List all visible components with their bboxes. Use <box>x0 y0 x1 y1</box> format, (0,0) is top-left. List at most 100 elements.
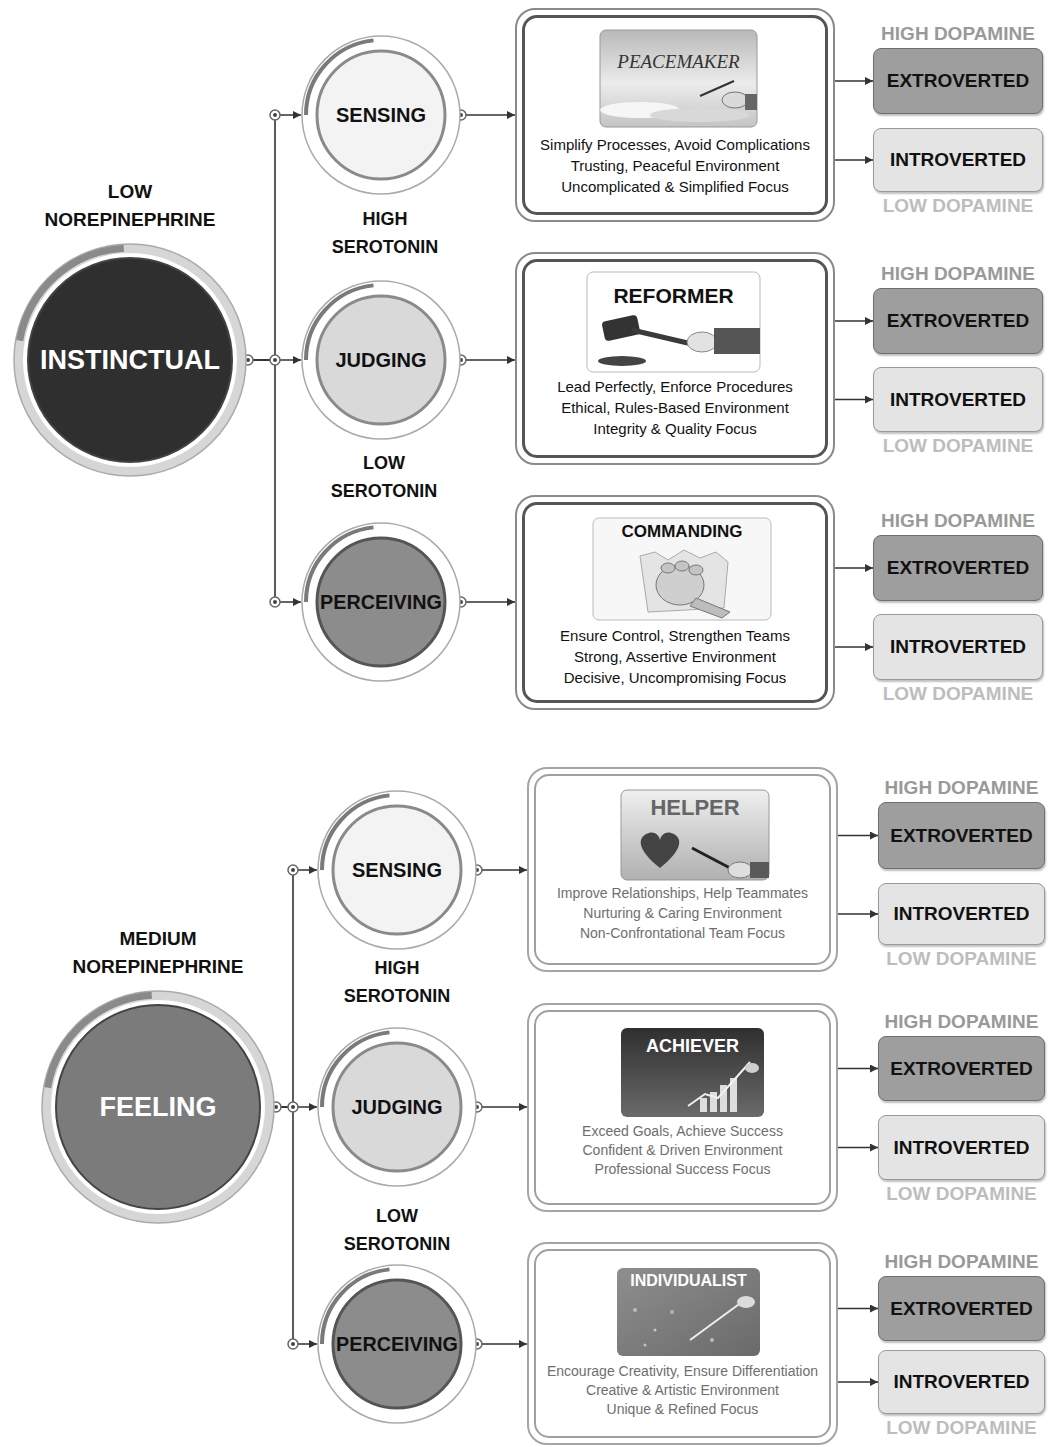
card-line: Ethical, Rules-Based Environment <box>526 397 824 418</box>
connector <box>835 646 873 648</box>
dopamine-level: LOW DOPAMINE <box>879 949 1044 968</box>
orientation-name: INTROVERTED <box>893 903 1029 925</box>
card-body: Exceed Goals, Achieve SuccessConfident &… <box>538 1122 827 1179</box>
connector <box>248 360 301 602</box>
function-circle: PERCEIVING <box>317 1264 477 1424</box>
type-card: PEACEMAKERSimplify Processes, Avoid Comp… <box>515 8 835 222</box>
type-title: ACHIEVER <box>621 1036 764 1058</box>
connector <box>838 835 878 837</box>
card-body: Simplify Processes, Avoid ComplicationsT… <box>526 134 824 197</box>
connector <box>838 913 878 915</box>
introverted-box: INTROVERTEDLOW DOPAMINE <box>873 614 1043 680</box>
type-name: FEELING <box>99 1092 216 1123</box>
function-circle: SENSING <box>317 790 477 950</box>
orientation-name: INTROVERTED <box>893 1371 1029 1393</box>
type-name: INSTINCTUAL <box>40 345 220 376</box>
card-line: Uncomplicated & Simplified Focus <box>526 176 824 197</box>
card-line: Professional Success Focus <box>538 1160 827 1179</box>
card-body: Ensure Control, Strengthen TeamsStrong, … <box>526 625 824 688</box>
function-name: PERCEIVING <box>336 1333 458 1356</box>
connector <box>461 114 515 116</box>
dopamine-level: HIGH DOPAMINE <box>879 778 1044 797</box>
function-name: JUDGING <box>351 1096 442 1119</box>
connector <box>461 601 515 603</box>
connector <box>477 869 527 871</box>
norepinephrine-circle: MEDIUM NOREPINEPHRINEFEELING <box>40 989 276 1225</box>
card-line: Unique & Refined Focus <box>538 1400 827 1419</box>
card-line: Exceed Goals, Achieve Success <box>538 1122 827 1141</box>
connector <box>838 1068 878 1070</box>
connector <box>477 1106 527 1108</box>
orientation-name: INTROVERTED <box>890 636 1026 658</box>
extroverted-box: EXTROVERTEDHIGH DOPAMINE <box>878 802 1045 869</box>
serotonin-label: LOW SEROTONIN <box>319 449 449 505</box>
card-body: Improve Relationships, Help TeammatesNur… <box>538 883 827 943</box>
connector <box>835 399 873 401</box>
extroverted-box: EXTROVERTEDHIGH DOPAMINE <box>873 288 1043 354</box>
orientation-name: INTROVERTED <box>890 149 1026 171</box>
introverted-box: INTROVERTEDLOW DOPAMINE <box>878 1115 1045 1180</box>
junction-dot-centres <box>246 113 479 1346</box>
extroverted-box: EXTROVERTEDHIGH DOPAMINE <box>878 1276 1045 1341</box>
connector <box>835 320 873 322</box>
reformer-picture <box>587 272 760 372</box>
dopamine-level: LOW DOPAMINE <box>874 684 1042 703</box>
connector <box>835 159 873 161</box>
type-title: INDIVIDUALIST <box>617 1271 760 1290</box>
level-heading: MEDIUM NOREPINEPHRINE <box>63 925 253 981</box>
extroverted-box: EXTROVERTEDHIGH DOPAMINE <box>878 1036 1045 1101</box>
card-line: Lead Perfectly, Enforce Procedures <box>526 376 824 397</box>
serotonin-label: LOW SEROTONIN <box>332 1202 462 1258</box>
connector <box>461 359 515 361</box>
peacemaker-picture <box>600 30 757 127</box>
card-line: Ensure Control, Strengthen Teams <box>526 625 824 646</box>
individualist-picture <box>617 1268 760 1356</box>
function-name: JUDGING <box>335 349 426 372</box>
extroverted-box: EXTROVERTEDHIGH DOPAMINE <box>873 535 1043 601</box>
type-card: INDIVIDUALISTEncourage Creativity, Ensur… <box>527 1242 838 1445</box>
connector <box>276 870 317 1107</box>
dopamine-level: LOW DOPAMINE <box>874 436 1042 455</box>
connector <box>276 1107 317 1344</box>
extroverted-box: EXTROVERTEDHIGH DOPAMINE <box>873 48 1043 114</box>
connector <box>835 80 873 82</box>
orientation-name: EXTROVERTED <box>890 1058 1033 1080</box>
function-circle: JUDGING <box>301 280 461 440</box>
dopamine-level: HIGH DOPAMINE <box>874 264 1042 283</box>
connector <box>477 1343 527 1345</box>
type-title: COMMANDING <box>593 522 771 542</box>
card-line: Decisive, Uncompromising Focus <box>526 667 824 688</box>
introverted-box: INTROVERTEDLOW DOPAMINE <box>878 883 1045 945</box>
card-line: Trusting, Peaceful Environment <box>526 155 824 176</box>
introverted-box: INTROVERTEDLOW DOPAMINE <box>873 128 1043 192</box>
function-name: PERCEIVING <box>320 591 442 614</box>
dopamine-level: LOW DOPAMINE <box>874 196 1042 215</box>
orientation-name: EXTROVERTED <box>887 310 1030 332</box>
orientation-name: EXTROVERTED <box>887 70 1030 92</box>
function-circle: JUDGING <box>317 1027 477 1187</box>
introverted-box: INTROVERTEDLOW DOPAMINE <box>878 1350 1045 1414</box>
type-title: REFORMER <box>587 283 760 308</box>
type-card: COMMANDING Ensure Control, Strengthen Tea… <box>515 495 835 710</box>
dopamine-level: LOW DOPAMINE <box>879 1418 1044 1437</box>
serotonin-label: HIGH SEROTONIN <box>320 205 450 261</box>
card-line: Non-Confrontational Team Focus <box>538 923 827 943</box>
dopamine-level: HIGH DOPAMINE <box>874 511 1042 530</box>
card-line: Nurturing & Caring Environment <box>538 903 827 923</box>
dopamine-level: LOW DOPAMINE <box>879 1184 1044 1203</box>
orientation-name: INTROVERTED <box>890 389 1026 411</box>
function-circle: SENSING <box>301 35 461 195</box>
connector <box>838 1308 878 1310</box>
dopamine-level: HIGH DOPAMINE <box>879 1252 1044 1271</box>
norepinephrine-circle: LOW NOREPINEPHRINEINSTINCTUAL <box>12 242 248 478</box>
connector <box>838 1381 878 1383</box>
function-name: SENSING <box>352 859 442 882</box>
dopamine-level: HIGH DOPAMINE <box>879 1012 1044 1031</box>
card-line: Confident & Driven Environment <box>538 1141 827 1160</box>
card-line: Simplify Processes, Avoid Complications <box>526 134 824 155</box>
connector <box>248 115 301 360</box>
introverted-box: INTROVERTEDLOW DOPAMINE <box>873 367 1043 432</box>
function-circle: PERCEIVING <box>301 522 461 682</box>
orientation-name: EXTROVERTED <box>890 825 1033 847</box>
